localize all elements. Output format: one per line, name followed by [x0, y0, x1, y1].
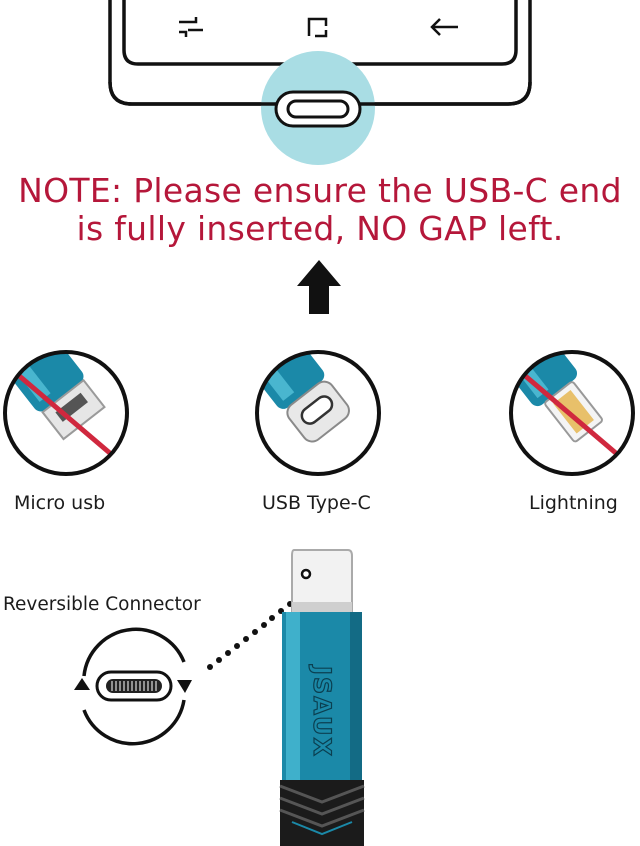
rotate-arrows-icon [82, 627, 186, 746]
recent-apps-icon [179, 17, 203, 37]
reversible-port-diagram [74, 601, 293, 746]
usb-c-port [274, 90, 362, 128]
micro-usb-label: Micro usb [14, 492, 106, 514]
back-arrow-icon [430, 18, 458, 36]
usb-type-c-label: USB Type-C [262, 492, 371, 514]
micro-usb-connector-image [3, 350, 129, 476]
usb-c-connector-image [255, 350, 381, 476]
note-line-2: is fully inserted, NO GAP left. [76, 209, 564, 248]
reversible-connector-label: Reversible Connector [3, 594, 201, 615]
lightning-connector-image [509, 350, 635, 476]
note-text: NOTE: Please ensure the USB-C end is ful… [0, 172, 640, 248]
lightning-label: Lightning [529, 492, 618, 514]
connector-comparison [3, 350, 635, 476]
up-arrow-icon [297, 260, 341, 314]
home-square-icon [307, 17, 328, 38]
note-line-1: NOTE: Please ensure the USB-C end [18, 171, 622, 210]
brand-name: JSAUX [308, 664, 336, 758]
jsaux-cable: JSAUX [279, 549, 365, 846]
phone-illustration [108, 0, 532, 165]
